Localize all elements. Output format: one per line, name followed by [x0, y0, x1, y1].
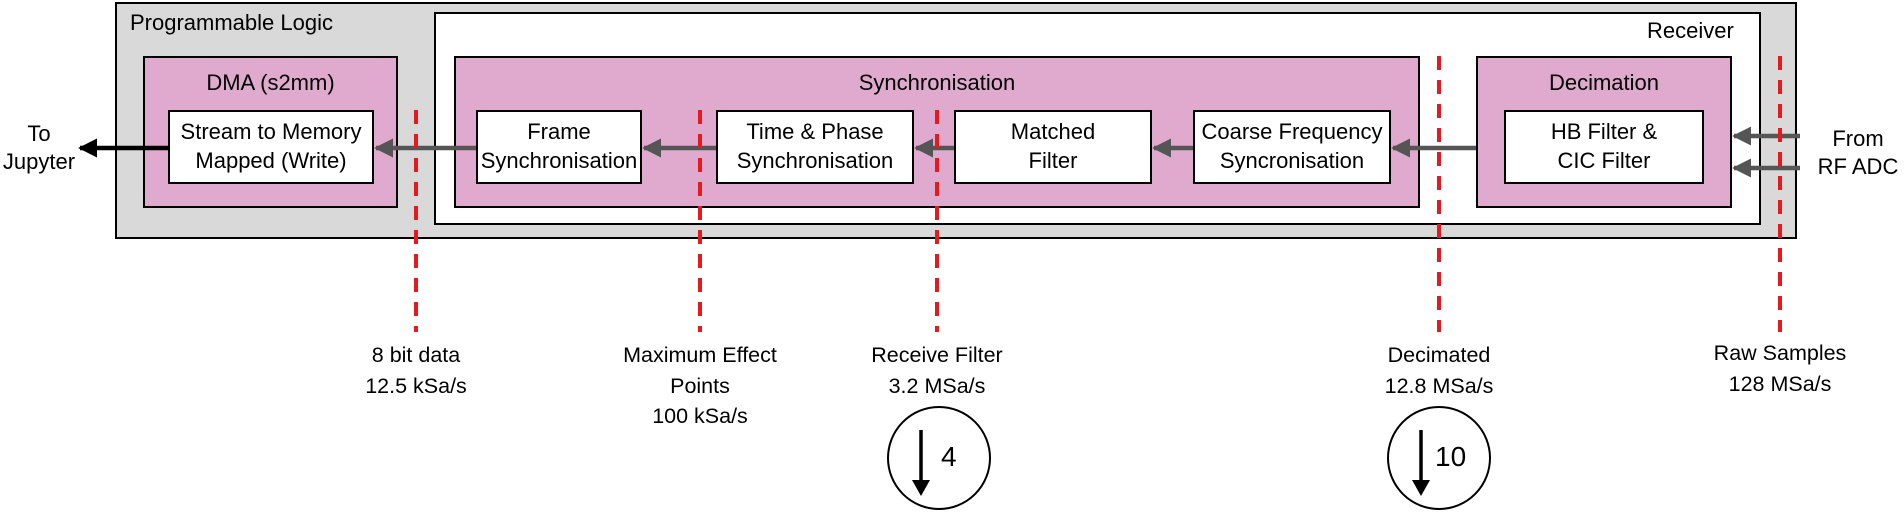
hb-cic-filter-block: HB Filter & CIC Filter	[1504, 110, 1704, 184]
programmable-logic-title: Programmable Logic	[130, 10, 333, 35]
decimation-factor-10: 10	[1435, 441, 1467, 472]
receiver-title: Receiver	[1647, 18, 1734, 43]
coarse-block-line-1: Coarse Frequency	[1201, 119, 1383, 145]
label-receive-filter-line-1: Receive Filter	[871, 343, 1003, 367]
decimate-by-4-symbol: 4	[887, 406, 991, 510]
label-raw-samples-line-2: 128 MSa/s	[1728, 371, 1832, 396]
dma-title: DMA (s2mm)	[206, 70, 335, 95]
hb-block-line-1: HB Filter &	[1550, 119, 1658, 145]
from-rf-adc-line-2: RF ADC	[1817, 154, 1899, 180]
down-arrow-icon	[1412, 430, 1430, 496]
label-max-effect-line-1: Maximum Effect	[623, 343, 777, 367]
to-jupyter-label: To Jupyter	[0, 120, 78, 176]
stream-block-line-1: Stream to Memory	[180, 119, 362, 145]
frame-block-line-1: Frame	[527, 119, 591, 145]
label-receive-filter-line-2: 3.2 MSa/s	[888, 373, 986, 398]
label-raw-samples: Raw Samples 128 MSa/s	[1700, 338, 1860, 399]
frame-block-line-2: Synchronisation	[480, 148, 638, 173]
label-8bit-line-1: 8 bit data	[371, 343, 461, 367]
label-decimated: Decimated 12.8 MSa/s	[1359, 340, 1519, 401]
matched-block-line-1: Matched	[1010, 119, 1096, 145]
time-phase-block-line-1: Time & Phase	[746, 119, 884, 145]
stream-block-line-2: Mapped (Write)	[195, 148, 347, 173]
label-max-effect-line-3: 100 kSa/s	[652, 404, 748, 429]
matched-block-line-2: Filter	[1028, 148, 1078, 173]
label-8bit-line-2: 12.5 kSa/s	[365, 373, 467, 398]
synchronisation-title: Synchronisation	[858, 70, 1016, 95]
decimation-factor-4: 4	[941, 441, 957, 472]
hb-block-line-2: CIC Filter	[1557, 148, 1651, 173]
decimate-by-10-symbol: 10	[1387, 406, 1491, 510]
label-max-effect-line-2: Points	[670, 373, 730, 398]
decimation-title: Decimation	[1548, 70, 1660, 95]
from-rf-adc-label: From RF ADC	[1812, 125, 1904, 181]
coarse-block-line-2: Syncronisation	[1219, 148, 1365, 173]
label-decimated-line-2: 12.8 MSa/s	[1384, 373, 1494, 398]
label-max-effect: Maximum Effect Points 100 kSa/s	[600, 340, 800, 432]
label-raw-samples-line-1: Raw Samples	[1713, 341, 1847, 365]
from-rf-adc-line-1: From	[1832, 126, 1884, 151]
to-jupyter-line-2: Jupyter	[2, 149, 76, 175]
label-decimated-line-1: Decimated	[1387, 343, 1491, 367]
label-receive-filter: Receive Filter 3.2 MSa/s	[847, 340, 1027, 401]
down-arrow-icon	[912, 430, 930, 496]
time-phase-block-line-2: Synchronisation	[736, 148, 894, 173]
label-8bit-data: 8 bit data 12.5 kSa/s	[336, 340, 496, 401]
to-jupyter-line-1: To	[27, 121, 51, 146]
